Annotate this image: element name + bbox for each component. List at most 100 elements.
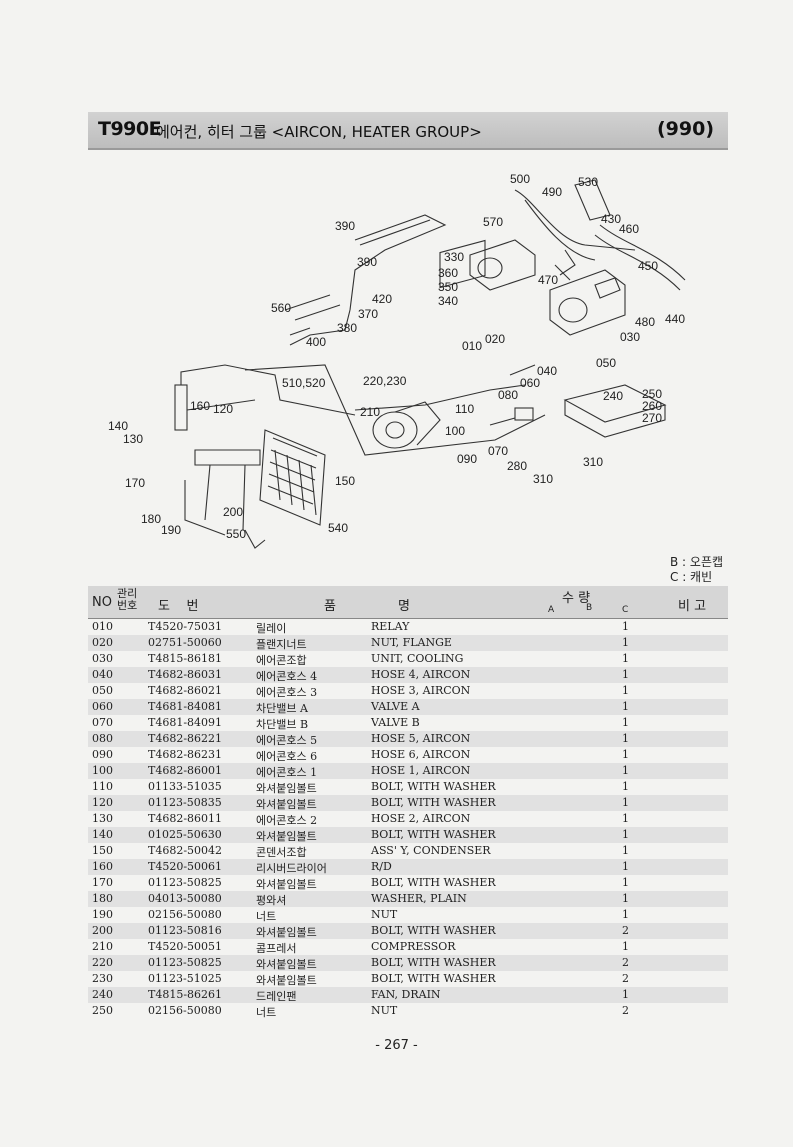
callout-label: 140 (108, 419, 128, 433)
cell-en: BOLT, WITH WASHER (371, 796, 496, 809)
cell-kr: 드레인팬 (256, 990, 297, 1003)
cell-c: 2 (622, 956, 629, 969)
cell-part: 01123-51025 (148, 972, 222, 985)
cell-kr: 너트 (256, 910, 277, 923)
cell-kr: 와셔붙임볼트 (256, 782, 317, 795)
cell-c: 1 (622, 940, 629, 953)
cell-part: T4520-50061 (148, 860, 223, 873)
callout-label: 210 (360, 405, 380, 419)
model-code: T990E (98, 118, 162, 140)
callout-label: 170 (125, 476, 145, 490)
callout-label: 310 (533, 472, 553, 486)
cell-no: 140 (92, 828, 113, 841)
page-number: - 267 - (375, 1038, 418, 1053)
cell-kr: 와셔붙임볼트 (256, 798, 317, 811)
cell-part: T4682-86001 (148, 764, 223, 777)
header-qty-a: A (548, 605, 555, 615)
cell-c: 1 (622, 620, 629, 633)
callout-label: 440 (665, 312, 685, 326)
cell-en: NUT (371, 908, 398, 921)
cell-part: T4520-50051 (148, 940, 223, 953)
cell-part: 04013-50080 (148, 892, 222, 905)
cell-c: 1 (622, 828, 629, 841)
exploded-parts-diagram: 500 490 530 390 570 430 460 390 330 450 … (108, 172, 686, 549)
callout-label: 450 (638, 259, 658, 273)
header-remarks: 비 고 (678, 599, 707, 614)
callout-label: 350 (438, 280, 458, 294)
header-qty: 수 량 (562, 591, 591, 606)
cell-c: 1 (622, 796, 629, 809)
header-name: 명 (398, 599, 410, 614)
cell-no: 020 (92, 636, 113, 649)
callout-label: 040 (537, 364, 557, 378)
cell-part: T4682-86231 (148, 748, 223, 761)
cell-no: 190 (92, 908, 113, 921)
cell-en: HOSE 6, AIRCON (371, 748, 471, 761)
header-name-kr: 품 (324, 599, 336, 614)
cell-part: 01123-50816 (148, 924, 222, 937)
cell-en: BOLT, WITH WASHER (371, 972, 496, 985)
cell-kr: 에어콘호스 2 (256, 814, 318, 827)
cell-kr: 콤프레서 (256, 942, 297, 955)
cell-en: HOSE 5, AIRCON (371, 732, 471, 745)
diagram-artwork (174, 179, 686, 549)
callout-label: 360 (438, 266, 458, 280)
callout-label: 570 (483, 215, 503, 229)
callout-label: 420 (372, 292, 392, 306)
cell-en: FAN, DRAIN (371, 988, 441, 1001)
callout-label: 460 (619, 222, 639, 236)
cell-part: T4815-86261 (148, 988, 223, 1001)
cell-kr: 플랜지너트 (256, 638, 307, 651)
cell-no: 240 (92, 988, 113, 1001)
cell-no: 010 (92, 620, 113, 633)
cell-part: T4682-86021 (148, 684, 223, 697)
callout-label: 180 (141, 512, 161, 526)
cell-no: 110 (92, 780, 113, 793)
callout-label: 100 (445, 424, 465, 438)
header-mgmt-no: 관리 번호 (117, 587, 138, 612)
cell-no: 200 (92, 924, 113, 937)
cell-en: BOLT, WITH WASHER (371, 924, 496, 937)
cell-part: 02156-50080 (148, 908, 222, 921)
callout-label: 540 (328, 521, 348, 535)
callout-label: 020 (485, 332, 505, 346)
cell-no: 170 (92, 876, 113, 889)
cell-en: HOSE 4, AIRCON (371, 668, 471, 681)
cell-en: HOSE 3, AIRCON (371, 684, 471, 697)
header-part-no: 도 번 (158, 599, 199, 614)
callout-label: 240 (603, 389, 623, 403)
cell-no: 210 (92, 940, 113, 953)
cell-c: 1 (622, 668, 629, 681)
cell-part: 01123-50825 (148, 956, 222, 969)
cell-en: VALVE A (371, 700, 420, 713)
cell-no: 160 (92, 860, 113, 873)
cell-no: 100 (92, 764, 113, 777)
cell-kr: 와셔붙임볼트 (256, 878, 317, 891)
callout-label: 030 (620, 330, 640, 344)
group-title: 에어컨, 히터 그룹 <AIRCON, HEATER GROUP> (156, 123, 482, 141)
cell-c: 1 (622, 892, 629, 905)
cell-part: T4682-86011 (148, 812, 223, 825)
cell-c: 1 (622, 684, 629, 697)
cell-part: 01025-50630 (148, 828, 222, 841)
callout-label: 090 (457, 452, 477, 466)
cell-no: 040 (92, 668, 113, 681)
callout-label: 050 (596, 356, 616, 370)
cell-part: T4681-84091 (148, 716, 223, 729)
callout-label: 010 (462, 339, 482, 353)
cell-en: BOLT, WITH WASHER (371, 956, 496, 969)
callout-label: 310 (583, 455, 603, 469)
callout-label: 550 (226, 527, 246, 541)
